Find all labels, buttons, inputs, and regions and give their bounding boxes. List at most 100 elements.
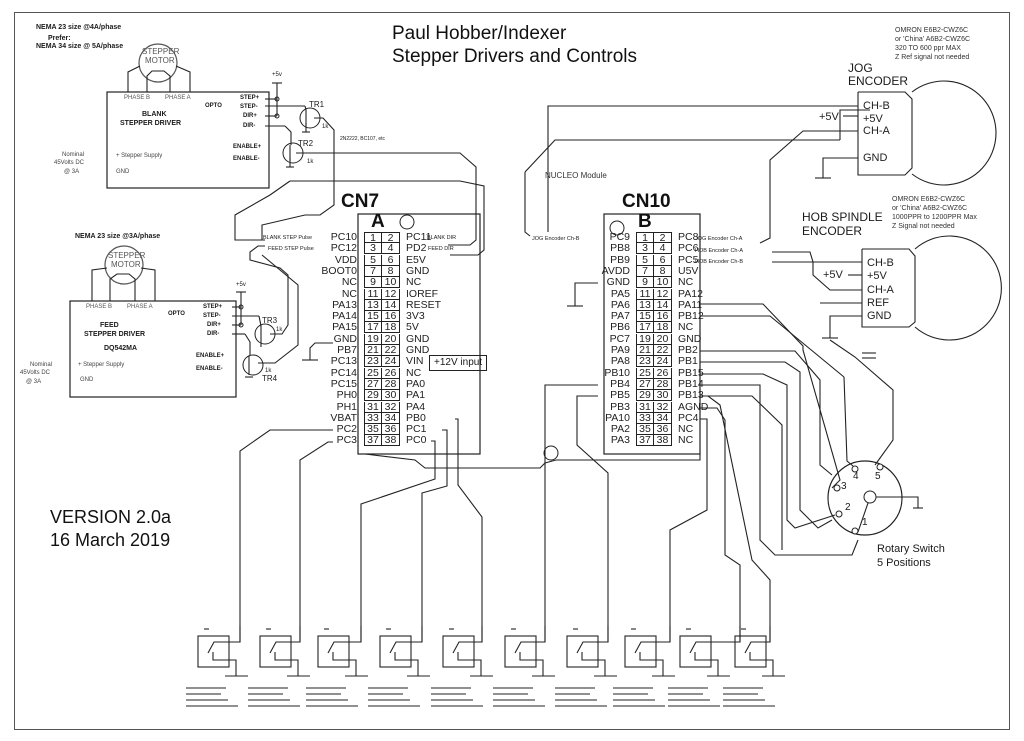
cn10-pin-even: 14 xyxy=(654,299,672,311)
tr3-resistor: 1k xyxy=(276,327,283,333)
hob-pin-ref: REF xyxy=(867,297,889,309)
blank-motor-note-2: Prefer: xyxy=(48,35,71,42)
cn10-pin-even: 2 xyxy=(654,232,672,244)
feed-motor-circle xyxy=(104,245,144,285)
cn7-pin-odd: 11 xyxy=(364,288,382,300)
cn10-pin-even: 34 xyxy=(654,412,672,424)
cn10-right-label: NC xyxy=(678,423,694,436)
jog-title-1: JOG xyxy=(848,61,873,75)
cn10-pin-even: 20 xyxy=(654,333,672,345)
hob-note-1: OMRON E6B2-CWZ6C xyxy=(892,196,966,203)
cn10-left-label: PB9 xyxy=(610,253,630,266)
feed-step-plus: STEP+ xyxy=(203,304,223,310)
cn7-right-label: GND xyxy=(406,332,430,345)
cn7-pin-even: 34 xyxy=(382,412,400,424)
cn10-right-label: PA11 xyxy=(678,298,703,311)
cn7-right-label: NC xyxy=(406,366,422,379)
pushbutton-switch xyxy=(248,626,310,707)
blank-motor-circle xyxy=(138,43,178,83)
jog-pin-gnd: GND xyxy=(863,152,888,164)
cn10-right-label: PC5 xyxy=(678,253,699,266)
cn10-right-label: PB12 xyxy=(678,310,704,323)
cn7-right-label: PA0 xyxy=(406,377,426,390)
pushbutton-switch xyxy=(723,626,785,707)
cn10-pin-odd: 19 xyxy=(636,333,654,345)
cn10-left-label: PB6 xyxy=(610,321,630,334)
feed-supply-plus: + Stepper Supply xyxy=(78,362,125,368)
cn7-pin-even: 18 xyxy=(382,322,400,334)
tr2-label: TR2 xyxy=(298,139,314,148)
feed-motor-label-1: STEPPER xyxy=(108,251,146,260)
cn7-right-label: RESET xyxy=(406,298,442,311)
cn7-pin-odd: 23 xyxy=(364,356,382,368)
cn10-pin-odd: 25 xyxy=(636,367,654,379)
cn10-mount-hole xyxy=(609,220,625,236)
cn10-pin-odd: 15 xyxy=(636,311,654,323)
feed-supply-note-1: Nominal xyxy=(30,362,53,368)
jog-note-3: 320 TO 600 ppr MAX xyxy=(895,45,961,52)
feed-phase-a: PHASE A xyxy=(127,304,153,310)
feed-5v: +5v xyxy=(236,282,246,288)
tr4-resistor: 1k xyxy=(265,368,272,374)
cn10-pin-odd: 31 xyxy=(636,401,654,413)
feed-supply-note-3: @ 3A xyxy=(26,379,42,385)
cn7-pin-odd: 33 xyxy=(364,412,382,424)
signal-jog-cha: JOG Encoder Ch-A xyxy=(695,236,743,242)
cn7-pin-even: 6 xyxy=(382,254,400,266)
cn7-right-label: VIN xyxy=(406,355,424,368)
title-line-2: Stepper Drivers and Controls xyxy=(392,46,637,67)
hob-note-2: or 'China' A6B2-CWZ6C xyxy=(892,205,968,212)
cn7-right-label: PA1 xyxy=(406,389,426,402)
tr4-label: TR4 xyxy=(262,374,278,383)
signal-feed-step: FEED STEP Pulse xyxy=(268,246,314,252)
cn7-pin-even: 10 xyxy=(382,277,400,289)
feed-driver-name-1: FEED xyxy=(100,322,119,329)
cn7-left-label: NC xyxy=(341,276,357,289)
feed-motor-note: NEMA 23 size @3A/phase xyxy=(75,233,161,240)
cn10-right-label: PB14 xyxy=(678,377,704,390)
cn10-right-label: U5V xyxy=(678,264,699,277)
cn7-left-label: PH0 xyxy=(336,389,357,402)
blank-step-minus: STEP- xyxy=(240,104,258,110)
cn10-outline xyxy=(603,213,701,455)
cn10-pin-odd: 3 xyxy=(636,243,654,255)
blank-motor-note-1: NEMA 23 size @4A/phase xyxy=(36,24,122,31)
cn10-pin-even: 24 xyxy=(654,356,672,368)
blank-supply-plus: + Stepper Supply xyxy=(116,153,163,159)
title-line-1: Paul Hobber/Indexer xyxy=(392,23,567,44)
rotary-position-5: 5 xyxy=(875,471,881,482)
cn10-left-label: PB4 xyxy=(610,377,630,390)
cn7-pin-odd: 27 xyxy=(364,378,382,390)
cn10-pin-even: 12 xyxy=(654,288,672,300)
feed-supply-note-2: 45Volts DC xyxy=(20,370,51,376)
cn7-pin-odd: 25 xyxy=(364,367,382,379)
blank-dir-minus: DIR- xyxy=(243,123,256,129)
feed-dir-plus: DIR+ xyxy=(207,322,221,328)
pushbutton-switch xyxy=(431,626,493,707)
blank-driver-name-2: STEPPER DRIVER xyxy=(120,120,182,127)
blank-motor-note-3: NEMA 34 size @ 5A/phase xyxy=(36,43,124,50)
hob-supply: +5V xyxy=(823,269,843,281)
feed-enable-plus: ENABLE+ xyxy=(196,353,225,359)
cn10-left-label: PA6 xyxy=(610,298,630,311)
cn10-left-label: GND xyxy=(606,276,630,289)
cn7-right-label: PC1 xyxy=(406,423,427,436)
cn7-pin-odd: 13 xyxy=(364,299,382,311)
signal-hob-chb: HOB Encoder Ch-B xyxy=(695,259,743,265)
cn7-outline xyxy=(357,213,481,455)
feed-driver-model: DQ542MA xyxy=(104,345,138,352)
pushbutton-switch xyxy=(186,626,248,707)
blank-step-plus: STEP+ xyxy=(240,95,260,101)
cn7-left-label: PA14 xyxy=(332,310,357,323)
cn7-pin-even: 30 xyxy=(382,390,400,402)
cn7-mount-hole xyxy=(399,214,415,230)
cn10-right-label: PB2 xyxy=(678,344,698,356)
cn7-pin-odd: 5 xyxy=(364,254,382,266)
rotary-position-2: 2 xyxy=(845,502,851,513)
cn7-right-label: IOREF xyxy=(406,287,439,300)
feed-opto: OPTO xyxy=(168,311,185,317)
cn7-pin-even: 24 xyxy=(382,356,400,368)
cn7-left-label: PC12 xyxy=(330,242,357,255)
cn7-left-label: PH1 xyxy=(336,400,357,413)
cn7-right-label: PC11 xyxy=(406,231,432,243)
